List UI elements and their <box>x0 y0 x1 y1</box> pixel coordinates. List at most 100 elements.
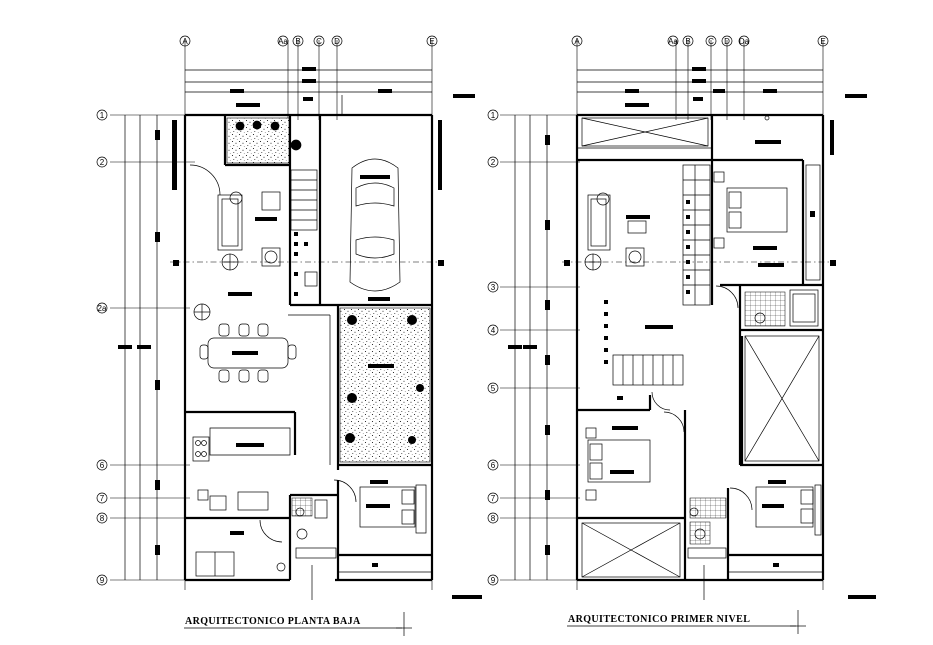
void-bottom <box>581 522 681 578</box>
row-bubbles-baja: 1 2 2a 6 7 8 9 <box>96 109 108 586</box>
column-bubble-baja-c: C <box>313 35 325 47</box>
stair-primer-nivel <box>604 164 711 386</box>
laundry <box>195 531 286 577</box>
void-entry <box>581 117 709 147</box>
courtyard-plants <box>345 315 424 444</box>
column-bubble-baja-a: A <box>179 35 191 47</box>
svg-text:Aa: Aa <box>278 37 288 46</box>
column-bubble-primer-b: B <box>682 35 694 47</box>
title-primer-nivel: ARQUITECTONICO PRIMER NIVEL <box>567 610 806 634</box>
top-dimensions <box>185 67 432 101</box>
door-swings-primer <box>651 285 753 511</box>
svg-text:1: 1 <box>491 111 496 120</box>
row-bubble-primer-4: 4 <box>487 324 499 336</box>
svg-text:A: A <box>574 37 580 46</box>
section-marks-baja <box>173 94 482 600</box>
svg-text:8: 8 <box>491 514 496 523</box>
row-bubble-baja-9: 9 <box>96 574 108 586</box>
plan-planta-baja <box>110 40 482 600</box>
svg-text:6: 6 <box>491 461 496 470</box>
column-bubble-primer-c: C <box>705 35 717 47</box>
ground-bedroom <box>359 480 427 567</box>
svg-text:E: E <box>429 37 434 46</box>
kitchen <box>192 427 291 511</box>
column-bubble-primer-a: A <box>571 35 583 47</box>
title-planta-baja: ARQUITECTONICO PLANTA BAJA <box>184 612 412 636</box>
ground-bathroom <box>291 497 337 559</box>
svg-text:2: 2 <box>491 158 496 167</box>
svg-text:B: B <box>685 37 690 46</box>
row-bubble-primer-3: 3 <box>487 281 499 293</box>
svg-text:ARQUITECTONICO PRIMER NIVEL: ARQUITECTONICO PRIMER NIVEL <box>568 614 750 625</box>
row-bubble-primer-2: 2 <box>487 156 499 168</box>
bedroom-3 <box>755 480 822 567</box>
svg-text:9: 9 <box>100 576 105 585</box>
car-garage <box>349 158 401 301</box>
section-marks-primer <box>564 94 876 600</box>
upper-bathroom-1 <box>744 289 819 327</box>
svg-text:Aa: Aa <box>668 37 678 46</box>
row-bubble-primer-6: 6 <box>487 459 499 471</box>
svg-text:B: B <box>295 37 300 46</box>
svg-text:9: 9 <box>491 576 496 585</box>
row-bubble-baja-7: 7 <box>96 492 108 504</box>
row-bubble-baja-6: 6 <box>96 459 108 471</box>
family-room-sofa <box>584 192 650 271</box>
stair-planta-baja <box>290 169 318 296</box>
left-dimensions <box>118 115 177 580</box>
exterior-walls <box>183 113 442 582</box>
svg-text:1: 1 <box>100 111 105 120</box>
svg-text:5: 5 <box>491 384 496 393</box>
svg-text:7: 7 <box>100 494 105 503</box>
top-dimensions-2 <box>577 67 823 101</box>
column-bubble-primer-e: E <box>817 35 829 47</box>
svg-text:A: A <box>182 37 188 46</box>
row-bubbles-primer: 1 2 3 4 5 6 7 8 <box>487 109 499 586</box>
row-bubble-baja-2a: 2a <box>96 302 108 314</box>
svg-text:C: C <box>316 37 322 46</box>
interior-walls-2 <box>577 115 823 580</box>
svg-text:2: 2 <box>100 158 105 167</box>
row-bubble-primer-5: 5 <box>487 382 499 394</box>
dining-table <box>193 303 297 383</box>
column-bubble-baja-e: E <box>426 35 438 47</box>
exterior-walls-2 <box>575 113 825 582</box>
row-gridlines <box>110 114 440 581</box>
column-bubble-baja-aa: Aa <box>277 35 288 47</box>
plan-primer-nivel <box>500 40 876 600</box>
svg-text:C: C <box>708 37 714 46</box>
svg-text:7: 7 <box>491 494 496 503</box>
left-dimensions-2 <box>508 115 834 580</box>
row-bubble-primer-1: 1 <box>487 109 499 121</box>
garden-plants <box>235 120 302 151</box>
row-bubble-baja-1: 1 <box>96 109 108 121</box>
svg-text:Da: Da <box>739 37 750 46</box>
svg-text:8: 8 <box>100 514 105 523</box>
column-bubble-primer-da: Da <box>738 35 750 47</box>
svg-text:3: 3 <box>491 283 496 292</box>
row-bubble-baja-8: 8 <box>96 512 108 524</box>
row-gridlines-2 <box>500 114 835 581</box>
svg-text:ARQUITECTONICO PLANTA BAJA: ARQUITECTONICO PLANTA BAJA <box>185 616 361 627</box>
column-bubbles-primer: A Aa B C D Da E <box>571 35 829 47</box>
svg-text:2a: 2a <box>98 304 107 313</box>
column-bubble-primer-aa: Aa <box>667 35 678 47</box>
living-sofa <box>217 191 281 296</box>
column-bubble-baja-d: D <box>331 35 343 47</box>
master-bedroom <box>713 115 821 281</box>
row-bubble-baja-2: 2 <box>96 156 108 168</box>
row-bubble-primer-8: 8 <box>487 512 499 524</box>
column-bubbles-baja: A Aa B C D E <box>179 35 438 47</box>
svg-text:D: D <box>724 37 730 46</box>
bedroom-2 <box>585 396 651 501</box>
svg-text:6: 6 <box>100 461 105 470</box>
row-bubble-primer-9: 9 <box>487 574 499 586</box>
door-swings-baja <box>189 95 357 543</box>
void-courtyard <box>740 335 820 465</box>
row-bubble-primer-7: 7 <box>487 492 499 504</box>
upper-bathroom-2 <box>687 497 727 559</box>
courtyard-garden <box>339 307 431 463</box>
svg-text:E: E <box>820 37 825 46</box>
interior-walls <box>185 115 432 580</box>
